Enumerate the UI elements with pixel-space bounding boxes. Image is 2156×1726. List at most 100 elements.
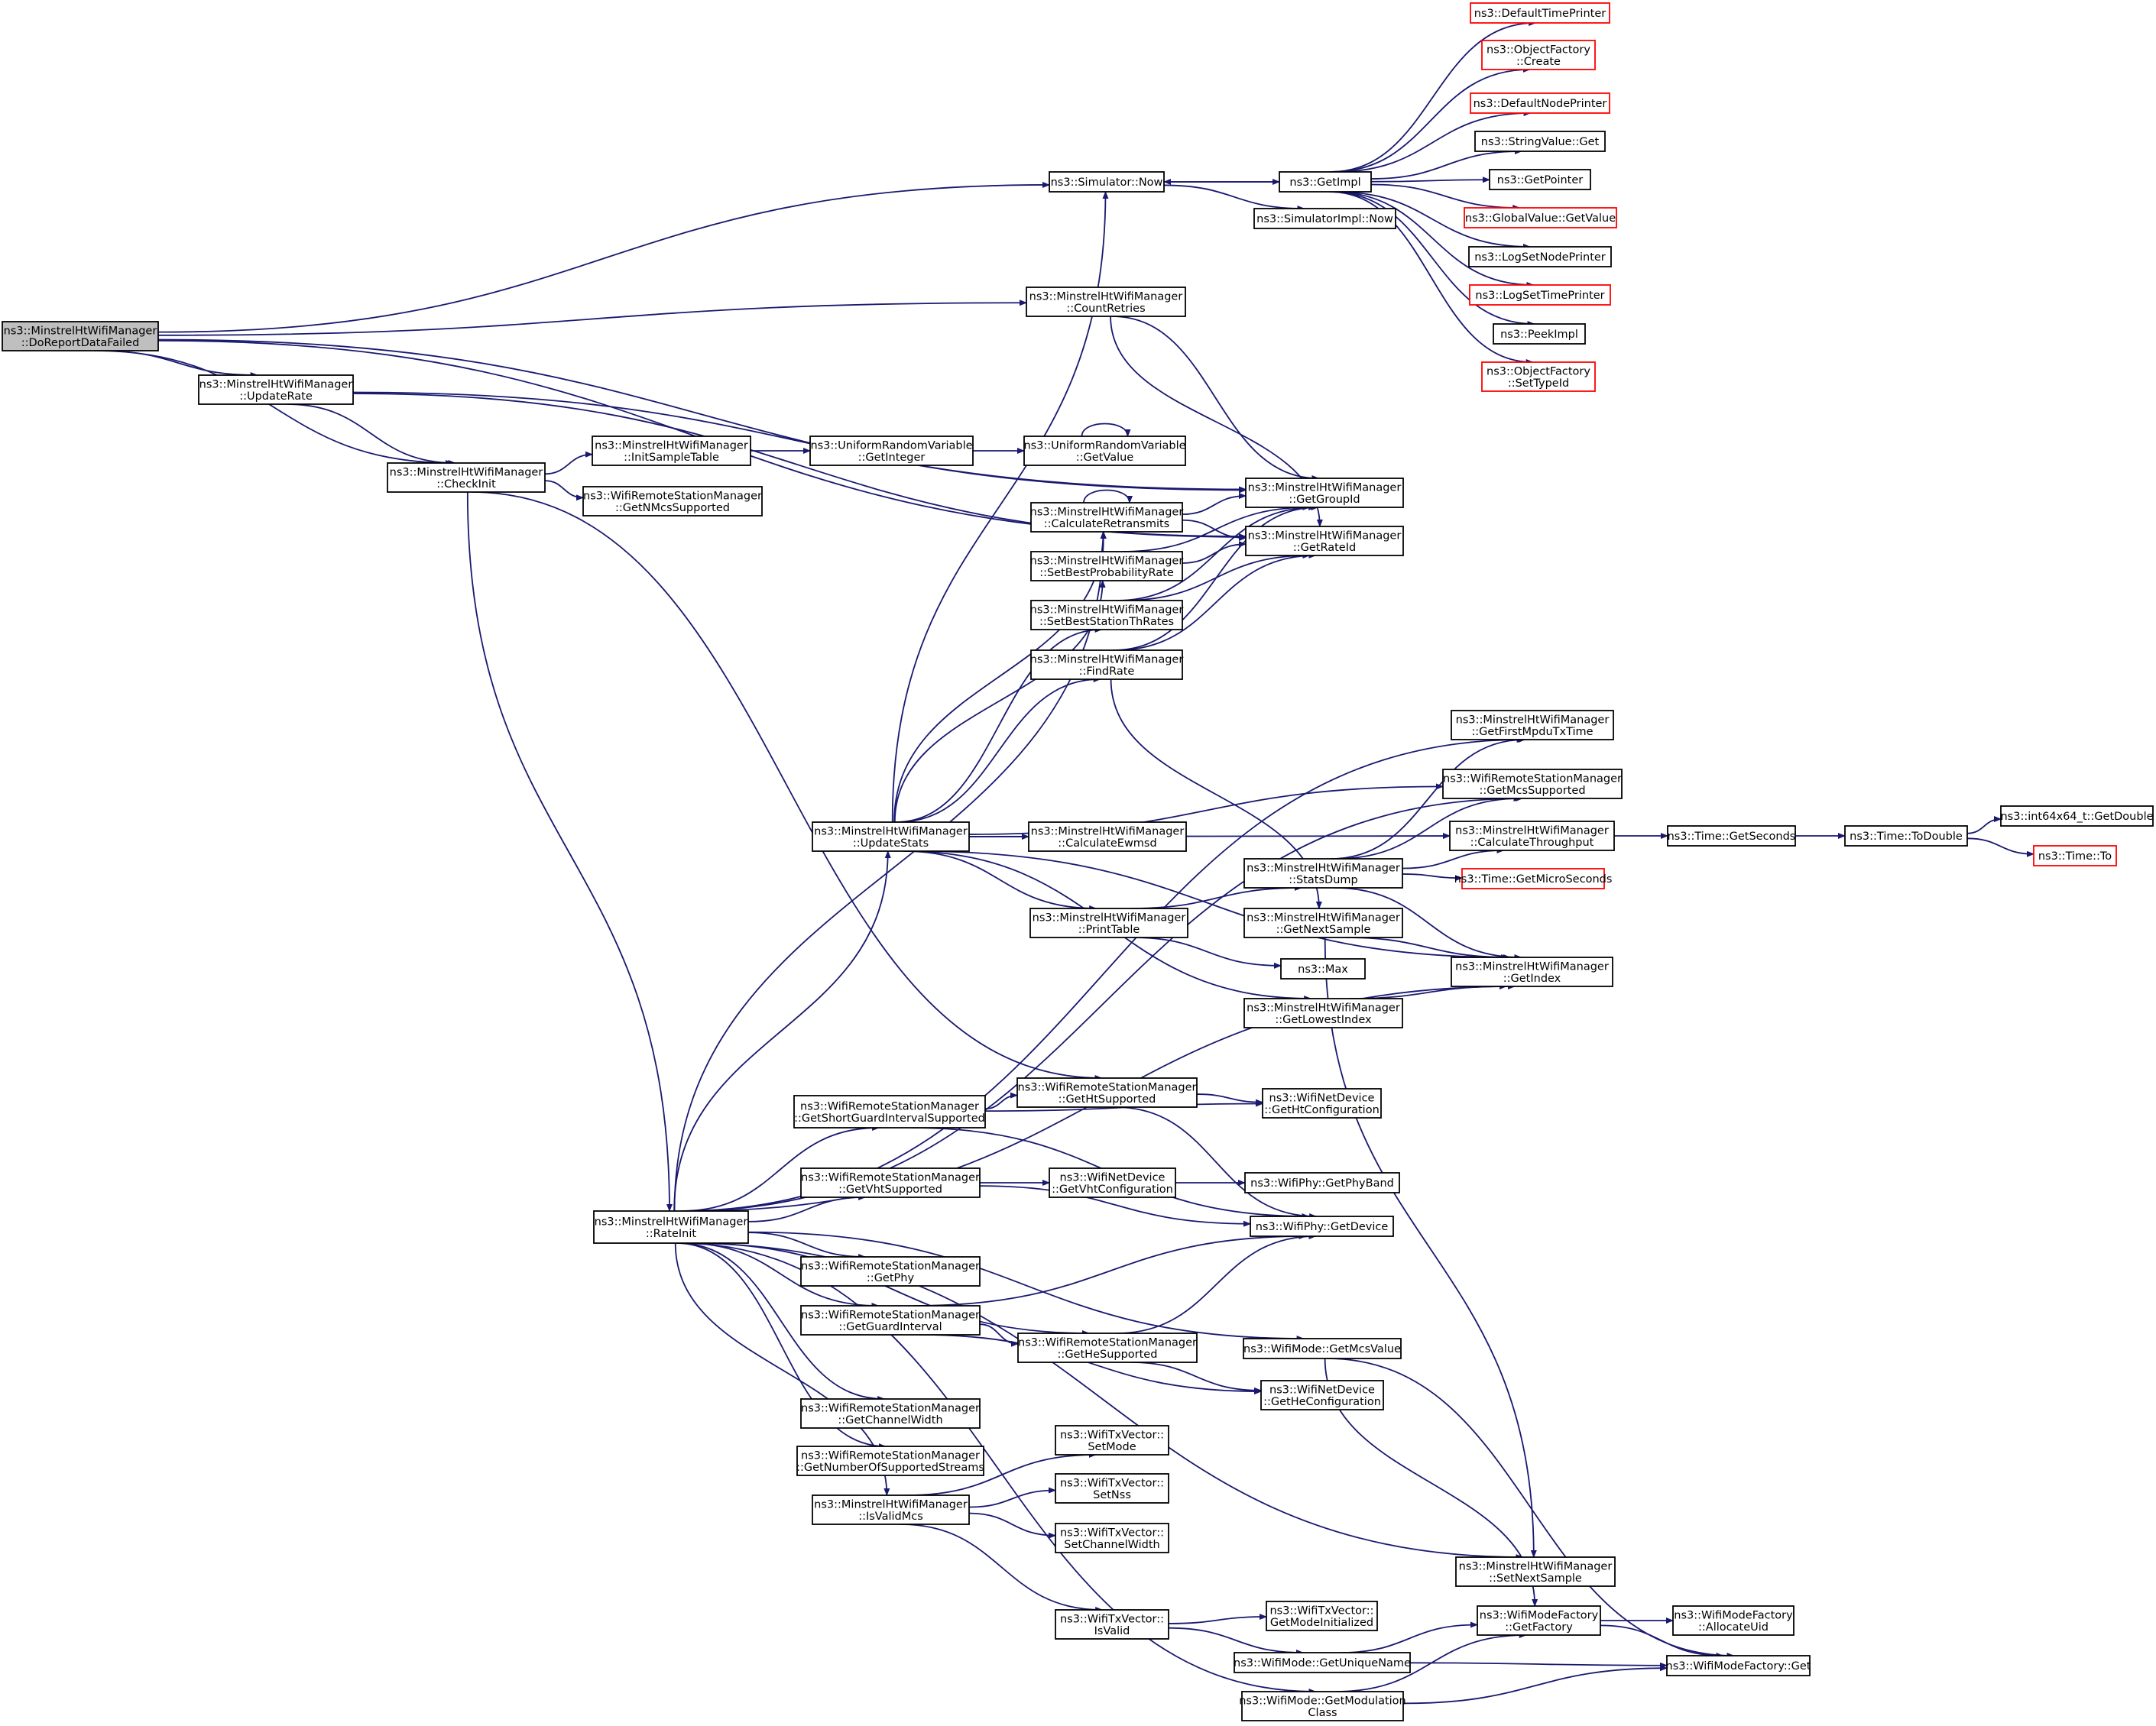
edge-updatestats-to-printtable bbox=[903, 850, 1097, 912]
node-max[interactable]: ns3::Max bbox=[1280, 958, 1366, 980]
edge-updatestats-to-setbestth bbox=[895, 627, 1103, 823]
edge-updaterate-to-checkinit bbox=[287, 403, 456, 466]
node-todouble[interactable]: ns3::Time::ToDouble bbox=[1844, 825, 1968, 847]
node-box bbox=[1241, 1691, 1404, 1721]
node-calcewmsd[interactable]: ns3::MinstrelHtWifiManager::CalculateEwm… bbox=[1028, 821, 1187, 852]
node-updatestats[interactable]: ns3::MinstrelHtWifiManager::UpdateStats bbox=[812, 821, 970, 852]
node-printtable[interactable]: ns3::MinstrelHtWifiManager::PrintTable bbox=[1029, 908, 1188, 938]
node-calcthr[interactable]: ns3::MinstrelHtWifiManager::CalculateThr… bbox=[1449, 821, 1615, 851]
node-label: ns3::MinstrelHtWifiManager bbox=[199, 378, 353, 390]
node-sgisup[interactable]: ns3::WifiRemoteStationManager::GetShortG… bbox=[793, 1095, 986, 1129]
node-simimplnow[interactable]: ns3::SimulatorImpl::Now bbox=[1253, 208, 1396, 229]
node-getimpl[interactable]: ns3::GetImpl bbox=[1279, 171, 1372, 193]
edge-updatestats-to-getindex bbox=[915, 850, 1509, 960]
node-getptr[interactable]: ns3::GetPointer bbox=[1489, 169, 1591, 190]
edge-hesup-to-heconf bbox=[1130, 1362, 1262, 1394]
node-vhtsup[interactable]: ns3::WifiRemoteStationManager::GetVhtSup… bbox=[800, 1167, 981, 1198]
node-txisvalid[interactable]: ns3::WifiTxVector::IsValid bbox=[1055, 1609, 1169, 1640]
node-calcretrans[interactable]: ns3::MinstrelHtWifiManager::CalculateRet… bbox=[1030, 502, 1184, 533]
node-urvgetint[interactable]: ns3::UniformRandomVariable::GetInteger bbox=[809, 436, 974, 466]
edge-getimpl-to-ofsettype bbox=[1328, 191, 1534, 365]
node-hesup[interactable]: ns3::WifiRemoteStationManager::GetHeSupp… bbox=[1017, 1333, 1198, 1363]
edge-getimpl-to-strget bbox=[1370, 148, 1522, 180]
node-getseconds[interactable]: ns3::Time::GetSeconds bbox=[1667, 825, 1796, 847]
node-label: ns3::WifiRemoteStationManager bbox=[801, 1171, 980, 1184]
node-ofsettype[interactable]: ns3::ObjectFactory::SetTypeId bbox=[1481, 361, 1596, 392]
node-setbestprob[interactable]: ns3::MinstrelHtWifiManager::SetBestProba… bbox=[1030, 551, 1184, 581]
node-findrate[interactable]: ns3::MinstrelHtWifiManager::FindRate bbox=[1030, 649, 1184, 680]
node-getmcssup[interactable]: ns3::WifiRemoteStationManager::GetMcsSup… bbox=[1442, 769, 1623, 799]
node-label: SetMode bbox=[1088, 1441, 1136, 1453]
node-label: ::GetHeSupported bbox=[1058, 1349, 1158, 1361]
node-getrateid[interactable]: ns3::MinstrelHtWifiManager::GetRateId bbox=[1245, 526, 1404, 556]
node-getgroupid[interactable]: ns3::MinstrelHtWifiManager::GetGroupId bbox=[1245, 478, 1404, 508]
node-label: ::UpdateStats bbox=[853, 837, 929, 850]
node-rateinit[interactable]: ns3::MinstrelHtWifiManager::RateInit bbox=[593, 1210, 749, 1244]
node-getmicro[interactable]: ns3::Time::GetMicroSeconds bbox=[1454, 868, 1613, 889]
node-updaterate[interactable]: ns3::MinstrelHtWifiManager::UpdateRate bbox=[198, 374, 354, 405]
node-setnextsample[interactable]: ns3::MinstrelHtWifiManager::SetNextSampl… bbox=[1455, 1556, 1616, 1587]
node-timeto[interactable]: ns3::Time::To bbox=[2033, 845, 2117, 866]
node-checkinit[interactable]: ns3::MinstrelHtWifiManager::CheckInit bbox=[387, 462, 546, 493]
node-label: ::UpdateRate bbox=[239, 390, 313, 403]
node-defnode[interactable]: ns3::DefaultNodePrinter bbox=[1470, 92, 1610, 114]
node-gvget[interactable]: ns3::GlobalValue::GetValue bbox=[1464, 207, 1617, 228]
node-modeinit[interactable]: ns3::WifiTxVector::GetModeInitialized bbox=[1266, 1601, 1378, 1631]
node-txsetmode[interactable]: ns3::WifiTxVector::SetMode bbox=[1055, 1425, 1169, 1456]
node-htconf[interactable]: ns3::WifiNetDevice::GetHtConfiguration bbox=[1262, 1088, 1382, 1119]
node-uniquename[interactable]: ns3::WifiMode::GetUniqueName bbox=[1234, 1652, 1411, 1673]
node-validmcs[interactable]: ns3::MinstrelHtWifiManager::IsValidMcs bbox=[812, 1494, 970, 1525]
node-logsettime[interactable]: ns3::LogSetTimePrinter bbox=[1469, 284, 1611, 306]
node-firstmpdu[interactable]: ns3::MinstrelHtWifiManager::GetFirstMpdu… bbox=[1451, 710, 1614, 740]
edge-getnextsample-to-getindex bbox=[1344, 937, 1512, 960]
node-label: ns3::WifiNetDevice bbox=[1269, 1092, 1375, 1104]
node-urvgetval[interactable]: ns3::UniformRandomVariable::GetValue bbox=[1023, 436, 1186, 466]
node-mfget[interactable]: ns3::WifiModeFactory::Get bbox=[1666, 1655, 1811, 1676]
node-peekimpl[interactable]: ns3::PeekImpl bbox=[1493, 323, 1586, 345]
node-phyband[interactable]: ns3::WifiPhy::GetPhyBand bbox=[1244, 1172, 1400, 1193]
node-label: ::GetVhtConfiguration bbox=[1052, 1184, 1173, 1196]
node-countretries[interactable]: ns3::MinstrelHtWifiManager::CountRetries bbox=[1026, 287, 1186, 317]
node-setbestth[interactable]: ns3::MinstrelHtWifiManager::SetBestStati… bbox=[1030, 600, 1184, 630]
node-allocuid[interactable]: ns3::WifiModeFactory::AllocateUid bbox=[1672, 1605, 1795, 1636]
node-label: ::GetFirstMpduTxTime bbox=[1471, 726, 1593, 738]
node-chwidth[interactable]: ns3::WifiRemoteStationManager::GetChanne… bbox=[800, 1398, 981, 1429]
node-label: ns3::MinstrelHtWifiManager bbox=[1455, 824, 1609, 837]
node-root[interactable]: ns3::MinstrelHtWifiManager::DoReportData… bbox=[2, 321, 159, 351]
node-guardint[interactable]: ns3::WifiRemoteStationManager::GetGuardI… bbox=[800, 1305, 981, 1336]
node-getfactory[interactable]: ns3::WifiModeFactory::GetFactory bbox=[1477, 1605, 1601, 1636]
edge-setbestprob-to-getrateid bbox=[1182, 541, 1247, 564]
node-label: ns3::MinstrelHtWifiManager bbox=[1030, 506, 1184, 518]
node-label: ns3::MinstrelHtWifiManager bbox=[1456, 714, 1610, 726]
node-logsetnode[interactable]: ns3::LogSetNodePrinter bbox=[1468, 246, 1612, 267]
node-heconf[interactable]: ns3::WifiNetDevice::GetHeConfiguration bbox=[1260, 1380, 1384, 1410]
node-deftime[interactable]: ns3::DefaultTimePrinter bbox=[1470, 2, 1610, 24]
node-label: ns3::Time::GetSeconds bbox=[1668, 831, 1796, 843]
node-txsetnss[interactable]: ns3::WifiTxVector::SetNss bbox=[1055, 1473, 1169, 1504]
node-statsdump[interactable]: ns3::MinstrelHtWifiManager::StatsDump bbox=[1243, 858, 1403, 889]
node-box bbox=[1844, 825, 1968, 847]
node-strget[interactable]: ns3::StringValue::Get bbox=[1474, 131, 1606, 152]
node-getnmcs[interactable]: ns3::WifiRemoteStationManager::GetNMcsSu… bbox=[582, 486, 763, 517]
node-getindex[interactable]: ns3::MinstrelHtWifiManager::GetIndex bbox=[1451, 957, 1613, 987]
edge-findrate-to-getrateid bbox=[1115, 552, 1317, 651]
node-mcsvalue[interactable]: ns3::WifiMode::GetMcsValue bbox=[1243, 1338, 1402, 1359]
node-phydevice[interactable]: ns3::WifiPhy::GetDevice bbox=[1250, 1216, 1394, 1237]
node-getlowest[interactable]: ns3::MinstrelHtWifiManager::GetLowestInd… bbox=[1243, 998, 1403, 1028]
node-box bbox=[1279, 171, 1372, 193]
node-initsample[interactable]: ns3::MinstrelHtWifiManager::InitSampleTa… bbox=[592, 436, 751, 466]
node-nstreams[interactable]: ns3::WifiRemoteStationManager::GetNumber… bbox=[796, 1446, 984, 1476]
node-label: ::GetHtSupported bbox=[1059, 1093, 1156, 1106]
node-vhtconf[interactable]: ns3::WifiNetDevice::GetVhtConfiguration bbox=[1049, 1167, 1176, 1198]
edge-rateinit-to-chwidth bbox=[677, 1242, 886, 1402]
node-simnow[interactable]: ns3::Simulator::Now bbox=[1049, 171, 1165, 193]
node-ofcreate[interactable]: ns3::ObjectFactory::Create bbox=[1481, 40, 1596, 70]
edge-setbestth-to-getgroupid bbox=[1115, 504, 1317, 601]
node-htsup[interactable]: ns3::WifiRemoteStationManager::GetHtSupp… bbox=[1016, 1077, 1198, 1108]
node-getphy[interactable]: ns3::WifiRemoteStationManager::GetPhy bbox=[800, 1256, 981, 1287]
node-label: ns3::Time::To bbox=[2038, 850, 2112, 863]
node-getnextsample[interactable]: ns3::MinstrelHtWifiManager::GetNextSampl… bbox=[1243, 908, 1403, 938]
node-i64double[interactable]: ns3::int64x64_t::GetDouble bbox=[2000, 805, 2154, 827]
node-txsetcw[interactable]: ns3::WifiTxVector::SetChannelWidth bbox=[1055, 1523, 1169, 1553]
